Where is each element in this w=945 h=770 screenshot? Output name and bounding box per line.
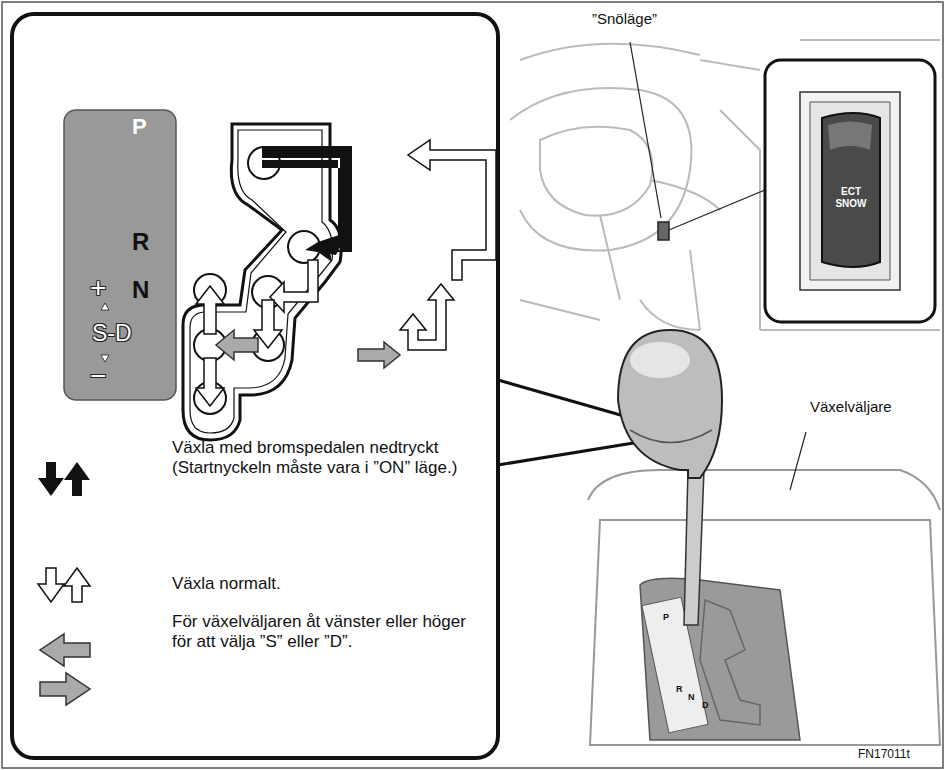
- part-name: Växelväljare: [810, 398, 892, 415]
- part-name: ”Snöläge”: [592, 10, 657, 27]
- up-triangle: [101, 303, 109, 310]
- leader-line: [790, 432, 806, 490]
- legend-samples: [38, 462, 90, 705]
- gear-lever: [588, 330, 940, 745]
- legend-text: Växla normalt.: [172, 574, 472, 594]
- dashboard-sketch: [510, 40, 940, 330]
- legend-text: Växla med bromspedalen nedtryckt (Startn…: [172, 438, 472, 479]
- leader-line: [669, 190, 765, 230]
- snow-switch: [658, 222, 669, 240]
- callout-line: [498, 440, 652, 465]
- plate-letter: D: [702, 700, 709, 710]
- plate-letter: P: [663, 612, 669, 622]
- gear-letter: N: [132, 276, 149, 304]
- shift-gate: [183, 124, 352, 440]
- switch-bezel: [800, 92, 900, 290]
- switch-inset: [765, 60, 935, 322]
- legend-text: För växelväljaren åt vänster eller höger…: [172, 612, 472, 653]
- callout-box: [12, 14, 498, 758]
- leader-line: [630, 42, 661, 218]
- indicator-panel: [64, 110, 176, 400]
- figure-code: FN17011t: [858, 748, 910, 762]
- plate-letter: R: [676, 684, 683, 694]
- button-text: ECT SNOW: [828, 186, 874, 209]
- gear-letter: P: [132, 114, 147, 139]
- plate-letter: N: [688, 692, 695, 702]
- gear-letter: R: [132, 228, 149, 256]
- gate-path: [358, 140, 496, 368]
- switch-button: [822, 113, 880, 267]
- plus-sign: +: [90, 272, 106, 304]
- gear-letter: S-D: [92, 320, 132, 346]
- minus-sign: −: [90, 360, 106, 392]
